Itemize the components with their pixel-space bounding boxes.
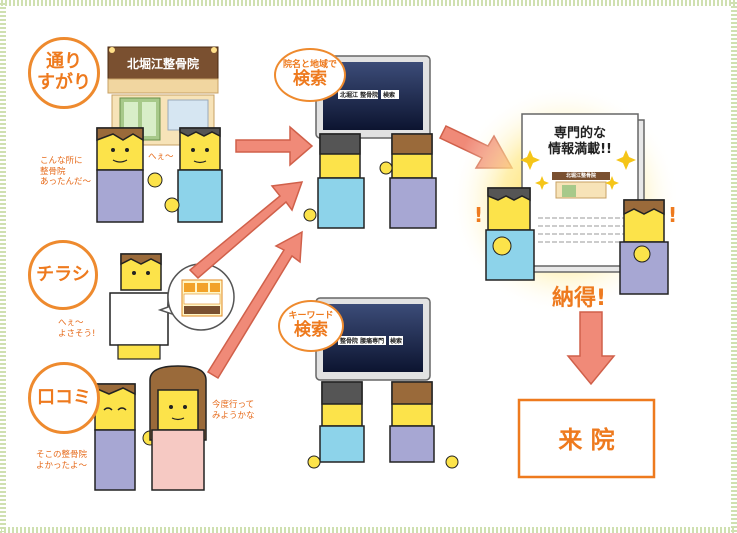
search2-title: 検索 [294,320,328,341]
person-result-1: ! [474,187,535,281]
speech-mouth-a-line1: そこの整骨院 [36,450,88,460]
result-headline-line1: 専門的な [553,126,606,141]
search2-button-label: 検索 [390,338,403,345]
visit-box [517,398,656,479]
sparkles [520,150,636,190]
speech-passing-a-line2: 整骨院 [40,166,66,177]
speech-passing-b-text: へぇ〜 [148,152,174,162]
label-passing-by-line2: すがり [37,72,91,93]
person-searcher-3 [307,381,365,469]
search1-query-b: 整骨院 [360,92,379,99]
arrow-result-to-visit [566,311,616,386]
label-word-of-mouth: 口コミ [28,362,100,434]
speech-mouth-a-line2: よかったよ〜 [36,460,88,471]
arrow-flyer-to-search [188,181,304,280]
search2-label: キーワード 検索 [278,300,344,352]
search1-query-a: 北堀江 [340,92,359,99]
search2-query-a: 整骨院 [340,338,359,345]
label-flyer: チラシ [28,240,98,310]
svg-text:!: ! [474,203,483,227]
speech-mouth-b-line1: 今度行って [212,400,255,410]
search2-caption: キーワード [288,311,334,322]
label-flyer-text: チラシ [36,263,90,285]
search1-label: 院名と地域で 検索 [274,48,346,102]
speech-passing-a-line3: あったんだ〜 [40,177,92,188]
arrow-passing-to-search [235,125,314,167]
search2-button[interactable]: 検索 [390,336,402,345]
person-searcher-1 [303,133,365,229]
visit-label: 来 院 [519,420,654,455]
person-flyer [109,253,169,360]
speech-flyer-line1: へぇ〜 [58,318,84,328]
shop-sign: 北堀江整骨院 [112,55,214,72]
person-searcher-2 [379,133,437,229]
speech-passing-a-line1: こんな所に [40,156,83,166]
person-result-2: ! [619,199,677,295]
speech-passing-b: へぇ〜 [148,152,174,163]
label-passing-by: 通り すがり [28,37,100,109]
speech-passing-a: こんな所に 整骨院 あったんだ〜 [40,156,91,188]
arrow-mouth-to-search [206,230,303,380]
search1-title: 検索 [293,69,327,90]
person-passing-1 [96,127,163,223]
speech-mouth-b-line2: みようかな [212,410,255,421]
flyer-bubble [157,263,235,331]
person-searcher-4 [389,381,459,469]
search1-button[interactable]: 検索 [383,90,395,99]
search1-button-label: 検索 [383,92,396,99]
shop-sign-text: 北堀江整骨院 [126,57,199,71]
result-page [521,113,645,273]
result-headline-line2: 情報満載!! [548,142,612,158]
satisfied-text-value: 納得! [552,286,607,311]
person-mouth-2 [149,365,207,491]
speech-flyer-line2: よさそう! [58,328,96,339]
speech-mouth-b: 今度行って みようかな [212,400,255,421]
visit-label-text: 来 院 [558,426,615,454]
label-word-of-mouth-text: 口コミ [37,386,91,408]
search2-query-b: 腰痛専門 [360,338,385,345]
result-site-header-text: 北堀江整骨院 [565,173,596,179]
label-passing-by-line1: 通り [46,51,82,73]
search2-query: 整骨院 腰痛専門 [340,336,384,345]
search1-caption: 院名と地域で [282,60,337,71]
result-headline: 専門的な 情報満載!! [522,126,638,159]
speech-mouth-a: そこの整骨院 よかったよ〜 [36,450,87,471]
result-site-header: 北堀江整骨院 [552,172,610,180]
person-passing-2 [164,127,223,223]
satisfied-text: 納得! [552,280,606,312]
speech-flyer: へぇ〜 よさそう! [58,318,95,339]
svg-text:!: ! [668,203,677,227]
search1-query: 北堀江 整骨院 [340,90,378,99]
